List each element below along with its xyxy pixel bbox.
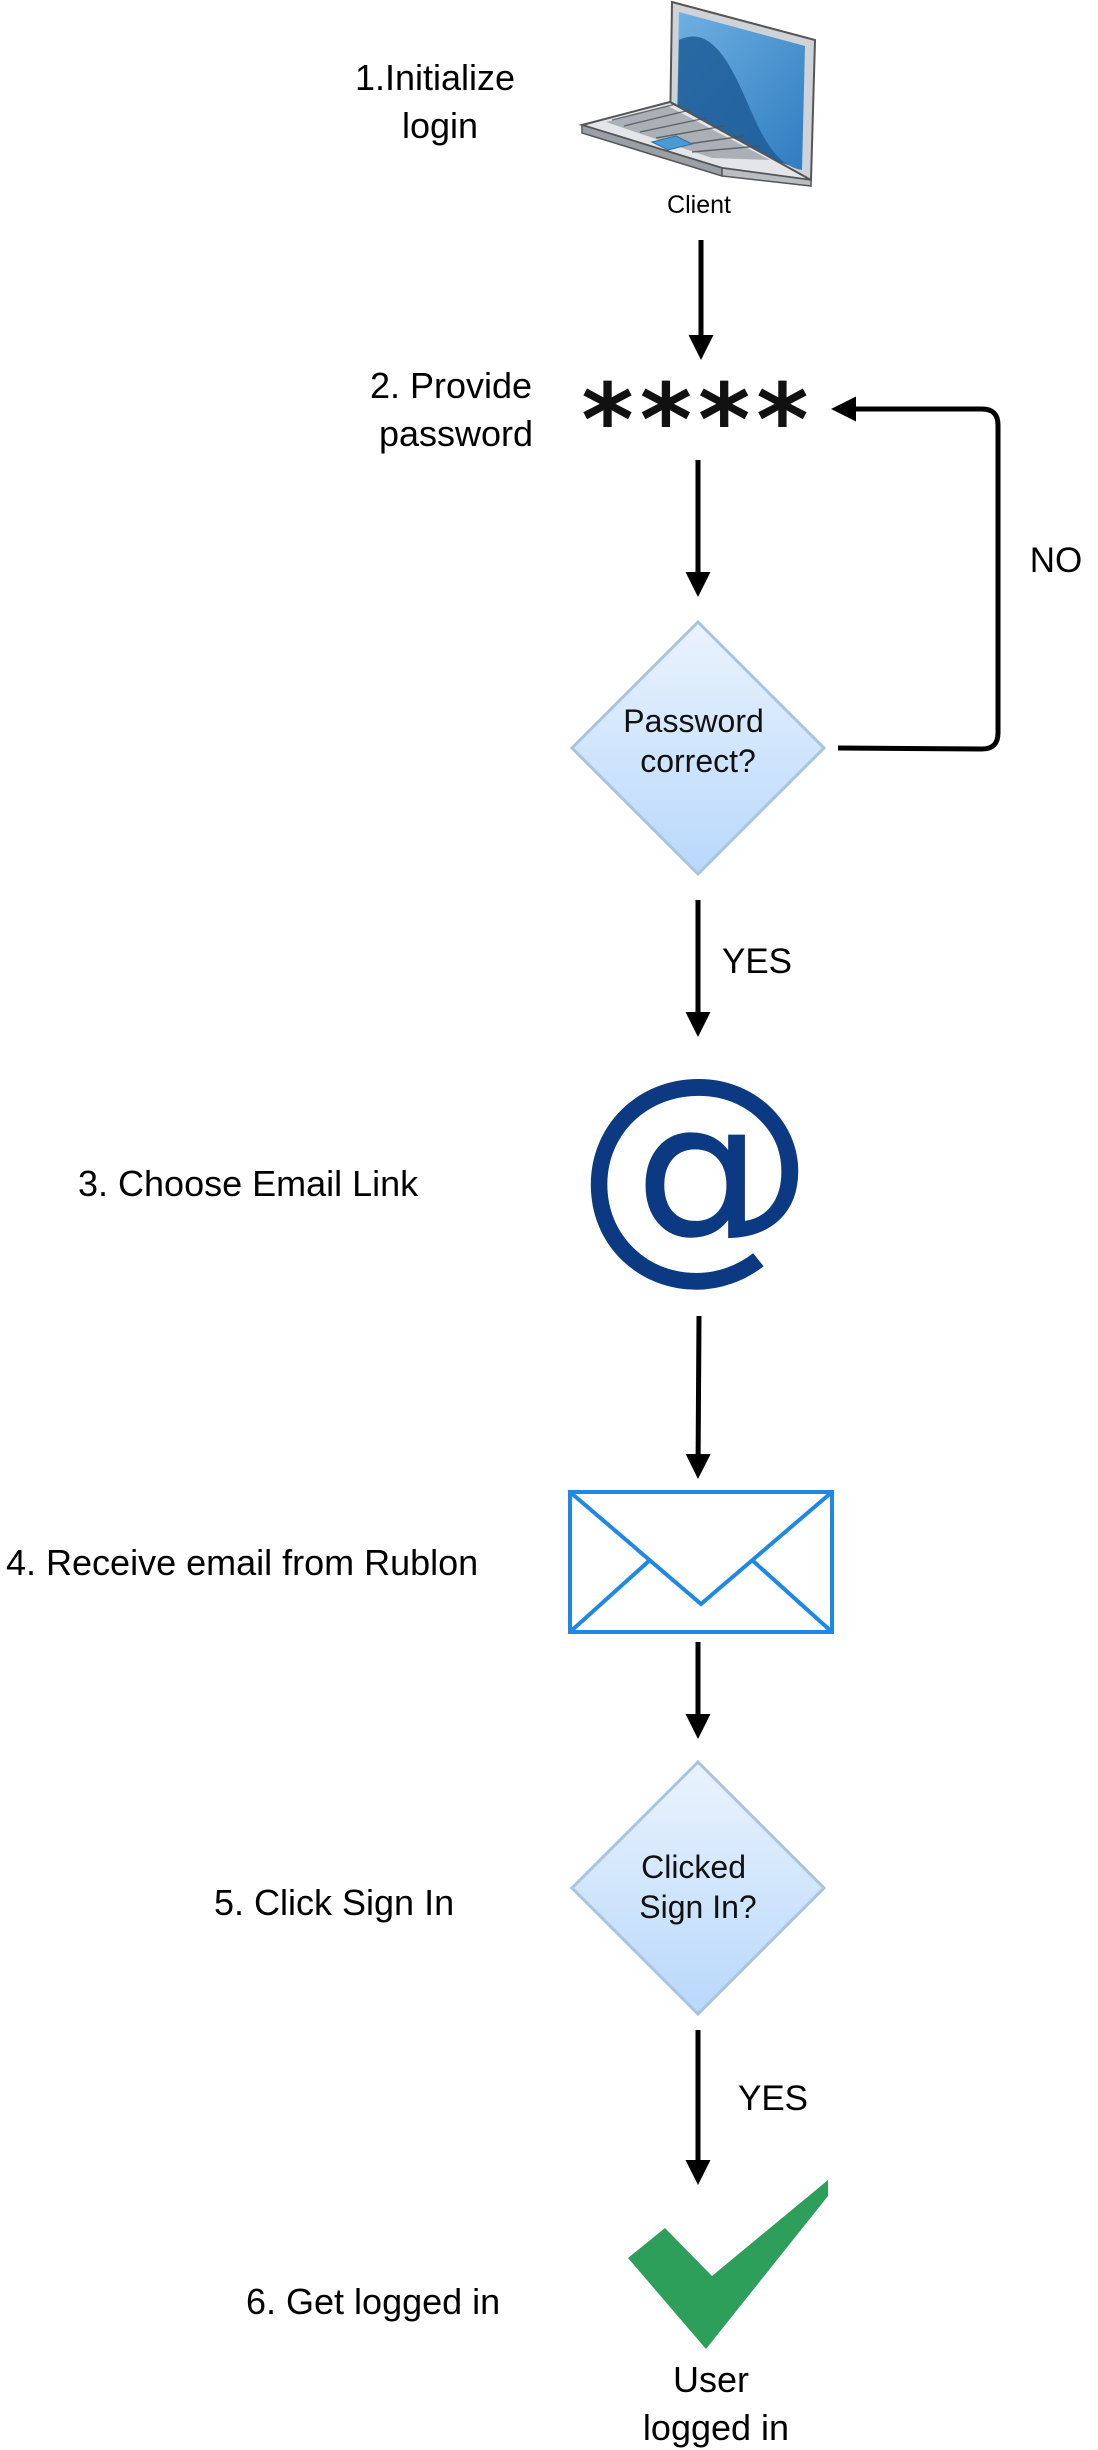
step-3-label: 3. Choose Email Link — [78, 1163, 419, 1204]
edge-label-no: NO — [1030, 541, 1083, 580]
at-sign-icon: @ — [575, 1025, 815, 1305]
step-6-label: 6. Get logged in — [246, 2281, 500, 2322]
user-logged-in-label: User logged in — [643, 2359, 789, 2448]
at-sign-text: @ — [575, 1025, 815, 1305]
password-icon: **** — [581, 362, 814, 479]
client-label: Client — [667, 191, 731, 219]
step-5-label: 5. Click Sign In — [214, 1882, 454, 1923]
envelope-icon — [568, 1490, 834, 1634]
edge-label-yes-2: YES — [738, 2079, 808, 2118]
step-4-label: 4. Receive email from Rublon — [6, 1542, 478, 1583]
checkmark-icon — [628, 2180, 828, 2349]
step-2-label: 2. Provide password — [370, 365, 542, 454]
password-correct-text: Password correct? — [623, 703, 772, 779]
edge-no-loop — [831, 396, 1001, 752]
edge-email-link-to-envelope — [685, 1315, 711, 1479]
password-correct-decision: Password correct? — [569, 619, 827, 877]
clicked-sign-in-text: Clicked Sign In? — [639, 1849, 756, 1925]
edge-label-yes-1: YES — [722, 942, 792, 981]
laptop-icon — [578, 0, 817, 187]
step-1-label: 1.Initialize login — [355, 57, 525, 146]
clicked-sign-in-decision: Clicked Sign In? — [569, 1759, 827, 2017]
password-stars: **** — [581, 362, 814, 479]
